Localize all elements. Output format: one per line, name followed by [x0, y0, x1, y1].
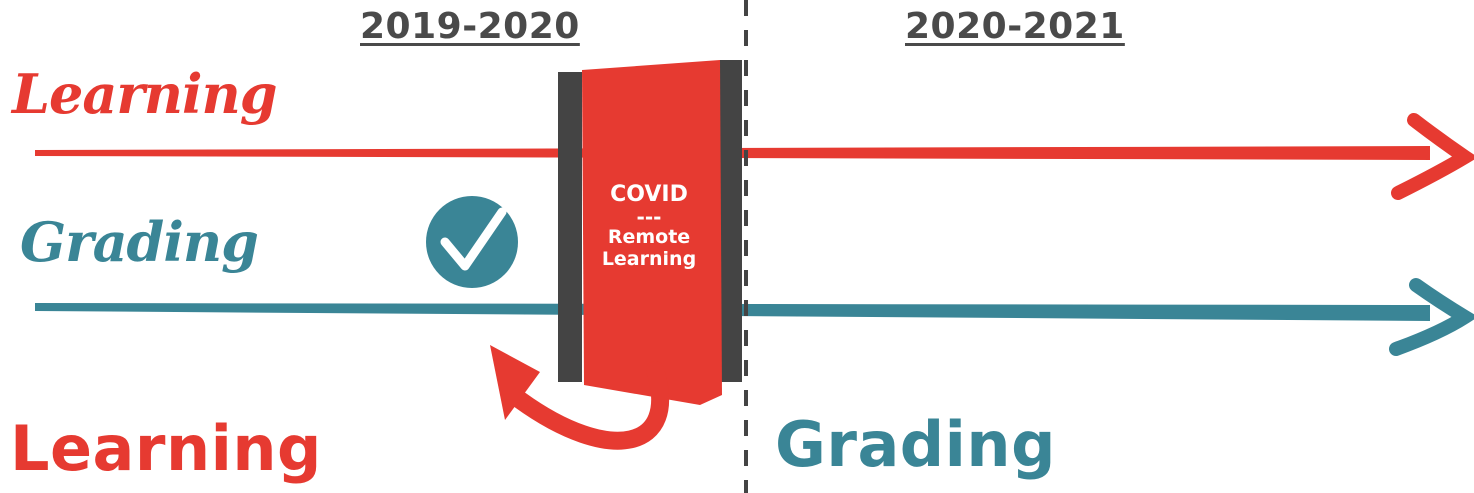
year-2019-2020-header: 2019-2020 — [360, 6, 580, 47]
grading-arrow — [35, 278, 1474, 356]
curved-return-arrow — [490, 345, 669, 450]
bottom-grading-label: Grading — [775, 408, 1056, 481]
covid-separator: --- — [636, 205, 662, 229]
covid-block — [582, 60, 722, 405]
bottom-learning-label: Learning — [10, 412, 322, 485]
left-dark-strip — [558, 72, 582, 382]
grading-row-label: Grading — [20, 210, 259, 274]
covid-label: COVID --- Remote Learning — [584, 182, 714, 270]
learning-arrow — [35, 113, 1474, 200]
learning-row-label: Learning — [12, 62, 278, 126]
right-dark-strip — [720, 60, 742, 382]
covid-subtitle: Remote Learning — [601, 226, 697, 270]
check-circle-icon — [426, 196, 518, 288]
covid-title: COVID — [610, 182, 688, 207]
year-2020-2021-header: 2020-2021 — [905, 6, 1125, 47]
